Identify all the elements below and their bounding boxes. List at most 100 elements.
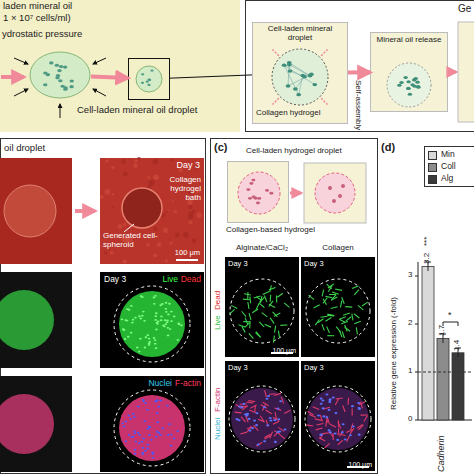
gene-name: Cadherin [437,435,447,472]
cell [166,405,169,407]
cell [151,452,154,454]
cell [325,393,328,395]
cell [332,396,335,398]
texture [153,227,157,231]
fiber [273,421,279,424]
texture [163,228,168,233]
fiber [315,319,319,325]
flow-arrow [348,70,370,74]
figure-panel: (c)Cell-laden hydrogel dropletCollagen-b… [210,138,378,474]
fiber [341,321,348,323]
cell [49,61,53,64]
flow-arrow [1,75,24,79]
fiber [239,325,246,327]
cell [169,328,172,330]
node-art [129,59,171,101]
node-art [225,257,299,357]
fiber [250,405,256,408]
fiber [235,412,242,414]
fiber [313,407,319,410]
cell [157,321,160,323]
cell [148,426,151,428]
cell [142,452,145,454]
cell [269,192,273,195]
cell [256,412,259,414]
fiber [259,303,264,307]
cell [328,399,331,401]
tick-label: 3 [408,271,412,280]
cell [152,457,155,459]
cell [358,434,361,436]
cell [320,403,323,405]
cell [124,338,127,340]
fiber [322,324,324,331]
fiber [346,317,352,321]
cell-spheroid [122,188,162,228]
fiber [240,403,247,404]
cell [334,412,337,414]
tick [415,420,418,421]
cell [43,83,47,86]
cell [263,440,266,442]
cell-link [295,77,304,89]
texture [146,243,150,247]
cell [141,441,144,443]
fiber [248,400,255,402]
cell [128,434,131,436]
texture [123,223,126,226]
cell [141,73,144,75]
cell [322,407,325,409]
texture [166,209,169,212]
fiber [275,326,276,333]
droplet-outline [306,279,370,343]
fiber [352,286,359,289]
fiber [340,301,341,308]
fiber [256,303,259,309]
fiber [259,322,264,327]
tick [415,276,418,277]
cell [399,81,403,84]
release-arrow [272,98,279,105]
next-step-box [458,22,474,122]
cell [126,308,129,310]
cell [154,339,157,341]
bar [437,338,449,420]
cell [134,317,137,319]
fiber [247,426,251,432]
cell [253,420,256,422]
cell [121,422,124,424]
cell [123,329,126,331]
texture [196,212,202,218]
oil-droplet-shape [136,66,162,92]
value-label: 3.2 [423,253,432,264]
cell [137,432,140,434]
cell [282,64,287,67]
texture [100,195,104,199]
texture [101,245,103,247]
cell [296,93,301,96]
cell [248,418,251,420]
legend-swatch [428,163,437,172]
fiber [229,309,234,314]
fiber [243,299,250,301]
fiber [327,335,334,336]
legend-text: Min [441,150,455,159]
cell [63,66,67,69]
cell [265,189,269,192]
cell [165,323,168,325]
cell [156,421,159,423]
droplet-outline [114,390,190,466]
texture [166,210,169,213]
texture [153,253,157,257]
cell [146,81,149,83]
texture [111,166,114,169]
stained-spheroid [231,388,293,450]
fiber [360,402,362,409]
fiber [309,295,314,299]
fiber [256,442,262,446]
fiber [269,301,273,307]
cell [153,297,156,299]
fiber [281,397,283,404]
